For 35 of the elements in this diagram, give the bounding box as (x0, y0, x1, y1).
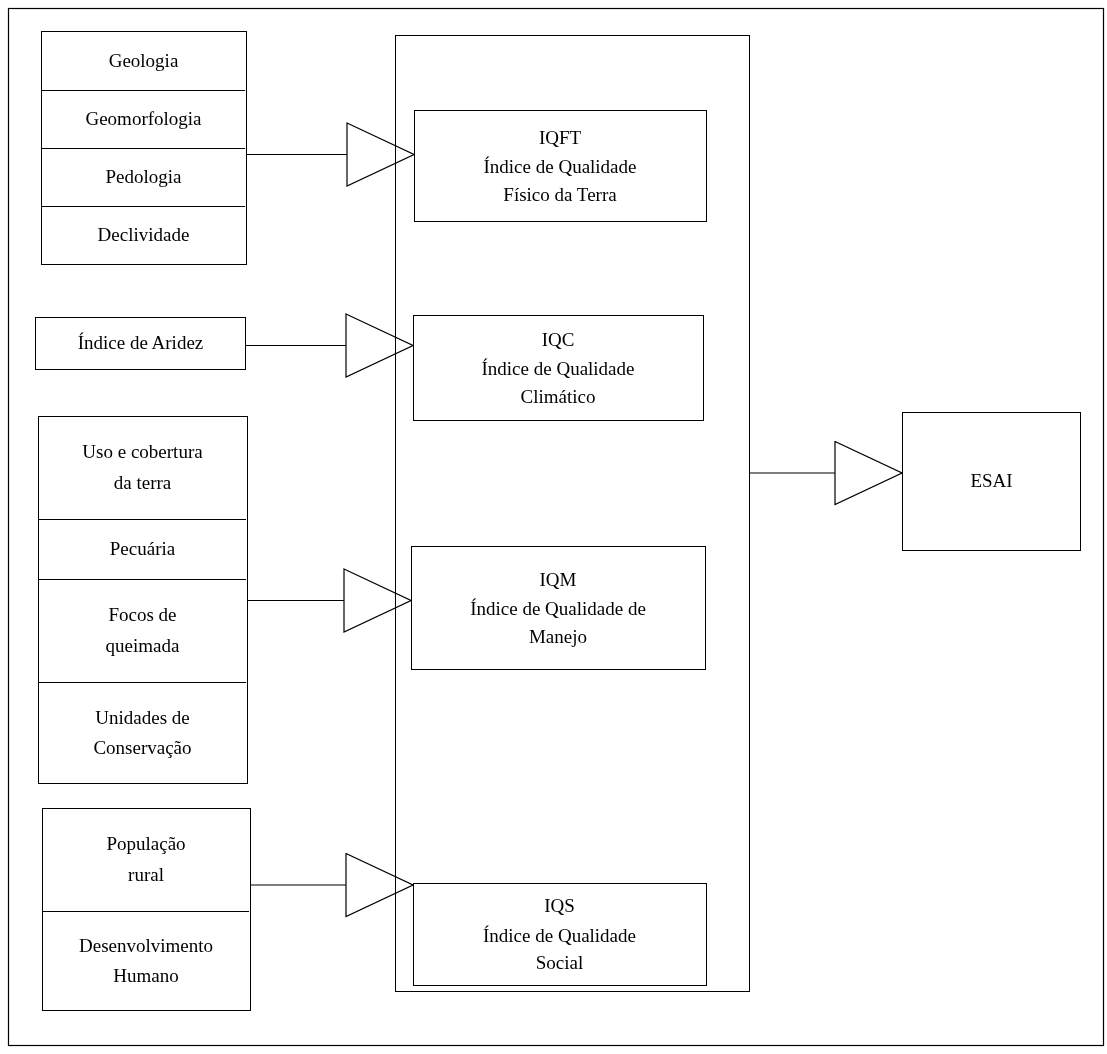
triangle-arrow (246, 122, 415, 187)
box-text: Uso e cobertura da terra (81, 440, 204, 495)
triangle-arrow (247, 568, 412, 633)
box-text: Índice de Qualidade de Manejo (469, 597, 647, 649)
group-box (395, 35, 750, 992)
box-text: Geomorfologia (85, 106, 202, 131)
box-text: População rural (105, 832, 187, 887)
box-text: Desenvolvimento Humano (78, 933, 214, 988)
process-box (35, 317, 246, 370)
box-text: Declividade (97, 223, 190, 248)
box-title: IQC (541, 327, 575, 352)
index-box (412, 882, 707, 986)
box-text: Geologia (108, 48, 179, 73)
box-title: IQS (544, 894, 575, 919)
index-box (410, 545, 706, 670)
triangle-arrow (245, 313, 414, 378)
box-text: Pecuária (109, 536, 176, 561)
box-text: Índice de Qualidade Social (482, 923, 637, 976)
index-box (412, 314, 704, 421)
triangle-arrow (749, 440, 903, 506)
box-title: IQFT (538, 125, 582, 150)
box-text: Índice de Qualidade Físico da Terra (482, 155, 638, 207)
box-text: Índice de Aridez (77, 331, 204, 356)
triangle-arrow (250, 852, 414, 918)
box-text: Unidades de Conservação (92, 705, 193, 760)
process-box (902, 412, 1081, 551)
box-text: Focos de queimada (104, 603, 181, 658)
group-box (42, 808, 251, 1011)
box-title: IQM (539, 567, 577, 592)
group-box (38, 416, 248, 784)
group-box (41, 31, 247, 265)
index-box (413, 109, 707, 222)
box-text: ESAI (970, 469, 1013, 494)
box-text: Índice de Qualidade Climático (480, 357, 636, 409)
box-text: Pedologia (105, 164, 182, 189)
